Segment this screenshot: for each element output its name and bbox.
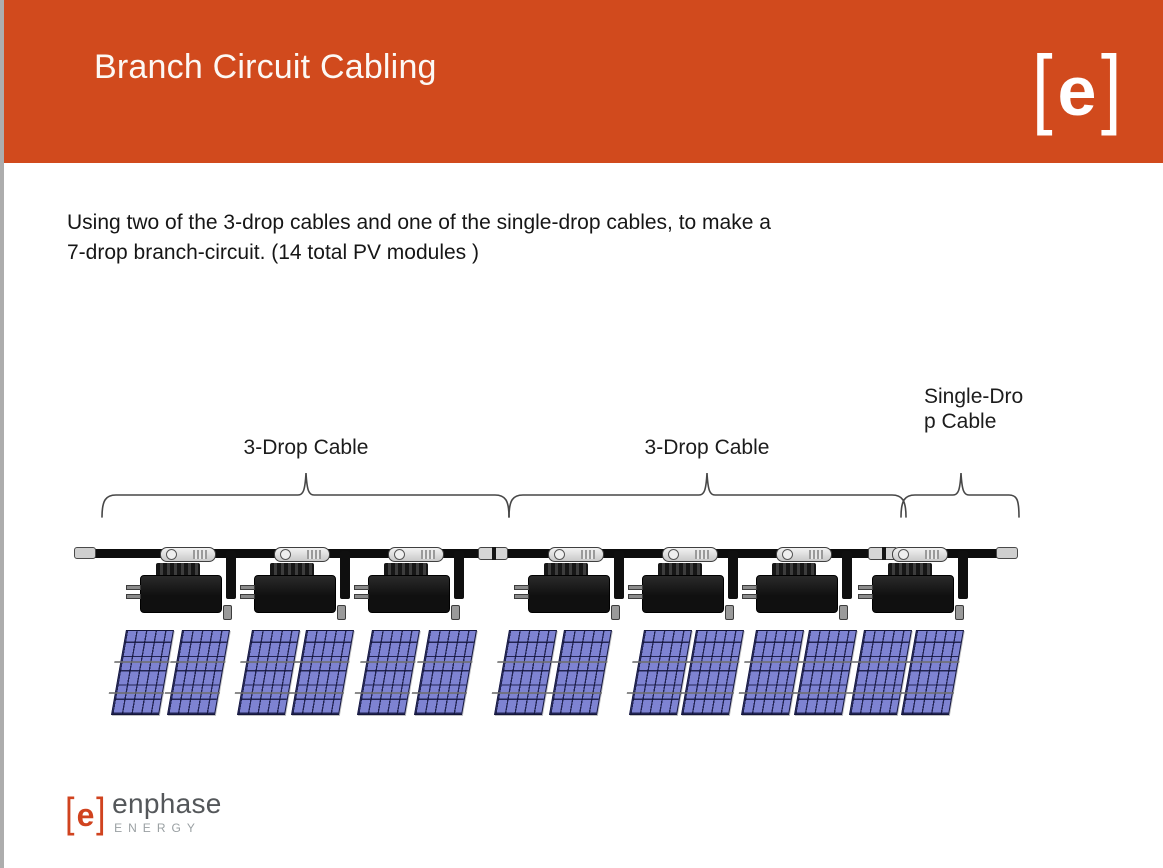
trunk-cable [76,549,1017,558]
drop-cable [340,551,350,599]
inverter-connector [725,605,734,620]
dc-lead [354,594,369,599]
trunk-connector-icon [662,547,718,562]
dc-lead [628,585,643,590]
trunk-connector-icon [548,547,604,562]
body-line-2: 7-drop branch-circuit. (14 total PV modu… [67,241,480,264]
inverter-fins [156,563,200,577]
drop-cable [226,551,236,599]
slide-title: Branch Circuit Cabling [94,48,437,86]
inverter-fins [888,563,932,577]
brace-3-drop-2 [508,472,907,518]
dc-lead [240,585,255,590]
inverter-fins [544,563,588,577]
cable-end-connector-left [74,547,96,559]
trunk-connector-icon [892,547,948,562]
microinverter-box [254,575,336,613]
microinverter-box [872,575,954,613]
pv-module-7 [494,630,557,715]
dc-lead [742,594,757,599]
drop-cable [614,551,624,599]
microinverter-box [528,575,610,613]
enphase-energy-logo: [ e ] enphase ENERGY [64,790,222,850]
microinverter-drop-5 [628,541,758,627]
pv-module-5 [357,630,420,715]
enphase-bracket-e-icon: [ e ] [64,792,107,834]
footer-brand-sub: ENERGY [114,821,201,835]
pv-module-11 [741,630,804,715]
dc-lead [858,594,873,599]
header-band: Branch Circuit Cabling [ e ] [4,0,1163,163]
dc-lead [240,594,255,599]
dc-lead [514,585,529,590]
trunk-connector-icon [274,547,330,562]
inverter-fins [270,563,314,577]
body-line-1: Using two of the 3-drop cables and one o… [67,211,771,234]
drop-cable [842,551,852,599]
microinverter-box [368,575,450,613]
pv-module-3 [237,630,300,715]
microinverter-drop-3 [354,541,484,627]
microinverter-box [756,575,838,613]
dc-lead [858,585,873,590]
microinverter-box [642,575,724,613]
footer-brand-name: enphase [112,788,222,819]
inverter-fins [772,563,816,577]
drop-cable [454,551,464,599]
brace-3-drop-1 [101,472,510,518]
pv-module-4 [291,630,354,715]
label-single-drop-line1: Single-Dro [924,385,1024,408]
label-single-drop-line2: p Cable [924,410,997,433]
drop-cable [728,551,738,599]
inverter-connector [337,605,346,620]
microinverter-drop-7 [858,541,988,627]
logo-letter-e: e [1057,52,1097,130]
trunk-connector-icon [388,547,444,562]
pv-module-8 [549,630,612,715]
drop-cable [958,551,968,599]
logo-right-bracket: ] [1101,37,1123,136]
dc-lead [514,594,529,599]
label-3-drop-cable-2: 3-Drop Cable [644,436,770,459]
pv-module-6 [414,630,477,715]
inverter-connector [451,605,460,620]
pv-module-10 [681,630,744,715]
microinverter-drop-4 [514,541,644,627]
body-paragraph: Using two of the 3-drop cables and one o… [67,208,827,268]
inverter-fins [384,563,428,577]
inverter-connector [611,605,620,620]
brace-single-drop [900,472,1020,518]
label-3-drop-cable-1: 3-Drop Cable [243,436,369,459]
dc-lead [126,594,141,599]
cable-coupler-1 [478,547,508,560]
inverter-connector [839,605,848,620]
microinverter-drop-1 [126,541,256,627]
enphase-bracket-logo-icon: [ e ] [1012,32,1142,142]
pv-module-14 [901,630,964,715]
inverter-connector [223,605,232,620]
dc-lead [628,594,643,599]
cable-end-connector-right [996,547,1018,559]
microinverter-drop-6 [742,541,872,627]
trunk-connector-icon [776,547,832,562]
inverter-fins [658,563,702,577]
footer-letter-e: e [76,797,95,833]
footer-right-bracket: ] [96,789,106,836]
inverter-connector [955,605,964,620]
logo-left-bracket: [ [1031,37,1053,136]
dc-lead [126,585,141,590]
label-single-drop-cable: Single-Dro p Cable [924,384,1039,434]
pv-module-2 [167,630,230,715]
microinverter-drop-2 [240,541,370,627]
pv-module-12 [794,630,857,715]
dc-lead [354,585,369,590]
footer-left-bracket: [ [65,789,75,836]
pv-module-1 [111,630,174,715]
trunk-connector-icon [160,547,216,562]
dc-lead [742,585,757,590]
microinverter-box [140,575,222,613]
